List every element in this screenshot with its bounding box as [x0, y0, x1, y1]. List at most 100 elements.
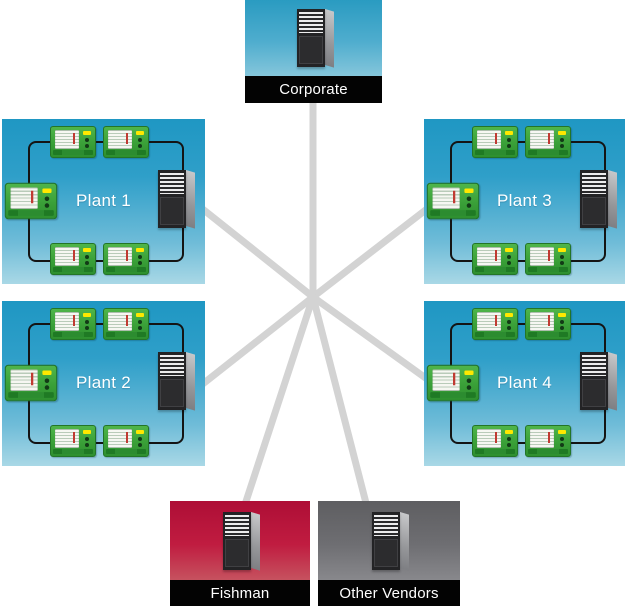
other-vendors-box: [318, 501, 460, 580]
plant-name: Plant 3: [496, 191, 553, 210]
plc-dot: [507, 320, 511, 324]
node-plant-4: Plant 4: [424, 301, 625, 466]
plc-dot: [560, 255, 564, 259]
plc-dot: [85, 138, 89, 142]
plant-name: Plant 1: [75, 191, 132, 210]
plc-device-icon: [50, 126, 96, 158]
server-vents: [374, 515, 398, 536]
plant-name: Plant 2: [75, 373, 132, 392]
plc-base: [528, 267, 568, 272]
plc-base: [475, 332, 515, 337]
fishman-box: [170, 501, 310, 580]
plc-base: [106, 150, 146, 155]
plc-dot: [560, 437, 564, 441]
plc-dot: [507, 443, 511, 447]
server-front: [297, 9, 325, 67]
plc-screen: [432, 369, 460, 391]
plc-device-icon: [472, 243, 518, 275]
server-panel: [160, 379, 184, 407]
plc-base: [106, 449, 146, 454]
plc-screen: [477, 130, 501, 149]
corporate-label: Corporate: [245, 76, 382, 103]
server-icon: [158, 170, 196, 230]
plc-dot: [138, 443, 142, 447]
plc-base: [475, 267, 515, 272]
plc-screen: [10, 187, 38, 209]
plc-dot: [85, 144, 89, 148]
plc-screen: [55, 247, 79, 266]
network-link-line: [309, 293, 379, 542]
node-plant-2: Plant 2: [2, 301, 205, 466]
plc-base: [106, 332, 146, 337]
server-vents: [160, 355, 184, 376]
server-front: [580, 352, 608, 410]
server-side: [325, 9, 334, 68]
plc-device-icon: [50, 308, 96, 340]
plc-led: [136, 131, 144, 135]
plc-dot: [138, 320, 142, 324]
plc-led: [83, 131, 91, 135]
server-vents: [582, 355, 606, 376]
plc-led: [136, 313, 144, 317]
plc-screen: [55, 312, 79, 331]
plc-screen: [55, 429, 79, 448]
plc-led: [83, 248, 91, 252]
plc-base: [528, 449, 568, 454]
plc-led: [464, 188, 474, 194]
plc-base: [53, 267, 93, 272]
plc-dot: [560, 138, 564, 142]
plc-device-icon: [525, 425, 571, 457]
plc-screen: [432, 187, 460, 209]
corporate-box: [245, 0, 382, 76]
server-icon: [158, 352, 196, 412]
plc-screen: [477, 312, 501, 331]
plc-base: [53, 150, 93, 155]
node-fishman: Fishman: [170, 501, 310, 606]
plc-screen: [530, 312, 554, 331]
network-link-line: [181, 293, 317, 402]
plc-dot: [466, 203, 472, 208]
plc-dot: [507, 138, 511, 142]
plc-dot: [138, 326, 142, 330]
plc-led: [558, 430, 566, 434]
plc-device-icon: [426, 182, 480, 220]
plc-dot: [507, 326, 511, 330]
plc-dot: [466, 196, 472, 201]
plc-screen: [108, 247, 132, 266]
plc-dot: [44, 385, 50, 390]
server-icon: [580, 170, 618, 230]
plc-dot: [85, 261, 89, 265]
plc-dot: [44, 378, 50, 383]
server-front: [223, 512, 251, 570]
server-front: [372, 512, 400, 570]
network-link-line: [181, 191, 317, 301]
plc-led: [464, 370, 474, 376]
plc-led: [505, 313, 513, 317]
plc-dot: [44, 203, 50, 208]
plc-led: [83, 313, 91, 317]
plc-device-icon: [4, 364, 58, 402]
server-front: [158, 170, 186, 228]
plc-dot: [138, 138, 142, 142]
plc-screen: [530, 247, 554, 266]
plc-device-icon: [103, 243, 149, 275]
plc-dot: [507, 437, 511, 441]
plc-device-icon: [525, 243, 571, 275]
network-link-line: [230, 293, 317, 542]
plc-dot: [138, 255, 142, 259]
node-plant-1: Plant 1: [2, 119, 205, 284]
plc-base: [8, 392, 54, 398]
plc-dot: [44, 196, 50, 201]
plc-dot: [466, 385, 472, 390]
plc-dot: [560, 261, 564, 265]
plc-device-icon: [472, 308, 518, 340]
plc-dot: [85, 255, 89, 259]
server-panel: [582, 197, 606, 225]
plc-device-icon: [103, 308, 149, 340]
plc-dot: [85, 320, 89, 324]
network-link-line: [309, 293, 449, 396]
server-icon: [372, 512, 410, 572]
plc-screen: [530, 130, 554, 149]
plant-name: Plant 4: [496, 373, 553, 392]
